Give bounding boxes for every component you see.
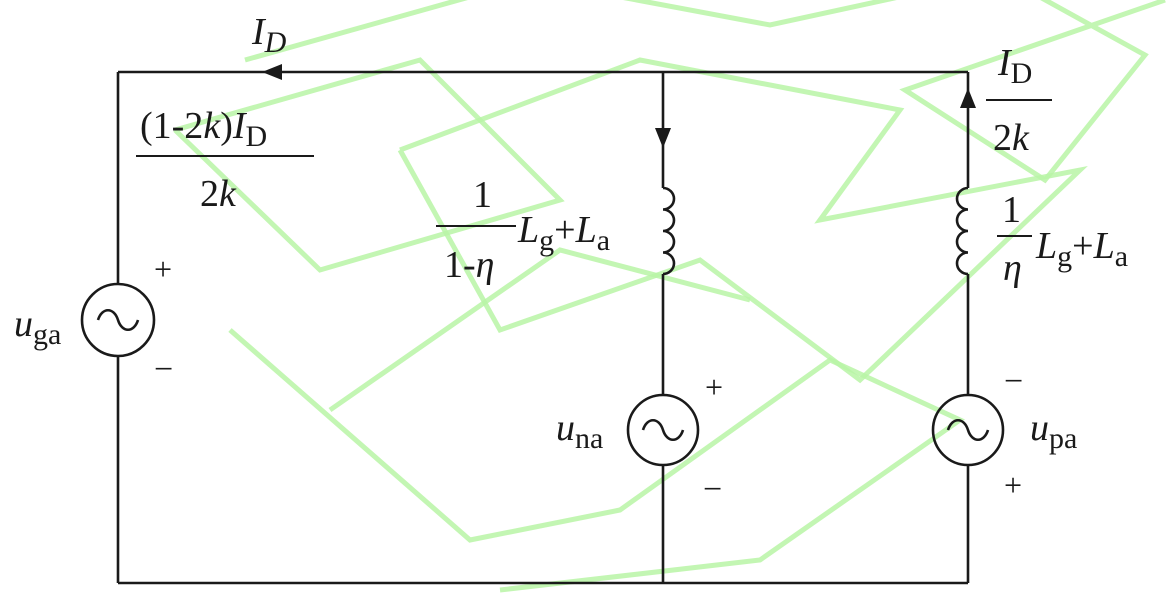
source-ga-label: uga [14, 303, 61, 351]
top-current-label: ID [251, 11, 287, 59]
current-arrow-top [262, 64, 282, 80]
middle-frac-numerator: 1 [473, 174, 492, 216]
source-ga [80, 282, 156, 358]
inductor-middle [662, 186, 676, 276]
source-pa-plus: + [1004, 467, 1022, 503]
right-frac-numerator: 1 [1002, 189, 1021, 231]
source-pa-label: upa [1030, 407, 1077, 455]
inductor-right [955, 186, 969, 276]
source-na-plus: + [705, 369, 723, 405]
wires [116, 70, 970, 585]
right-current-numerator: ID [997, 42, 1032, 90]
right-inductance-expr: Lg+La [1035, 225, 1128, 273]
source-na [626, 393, 700, 467]
source-pa [931, 393, 1005, 467]
source-ga-plus: + [154, 251, 172, 287]
middle-frac-denominator: 1-η [444, 244, 495, 286]
source-na-label: una [556, 407, 603, 455]
source-pa-minus: − [1004, 363, 1023, 400]
source-na-minus: − [703, 471, 722, 508]
left-current-numerator: (1-2k)ID [140, 105, 267, 153]
right-current-denominator: 2k [993, 117, 1030, 159]
source-ga-minus: − [154, 351, 173, 388]
left-current-denominator: 2k [200, 173, 237, 215]
current-arrow-middle [655, 128, 671, 148]
watermark [173, 0, 1166, 593]
current-arrow-right [960, 88, 976, 108]
middle-inductance-expr: Lg+La [517, 209, 610, 257]
right-frac-denominator: η [1003, 247, 1022, 289]
